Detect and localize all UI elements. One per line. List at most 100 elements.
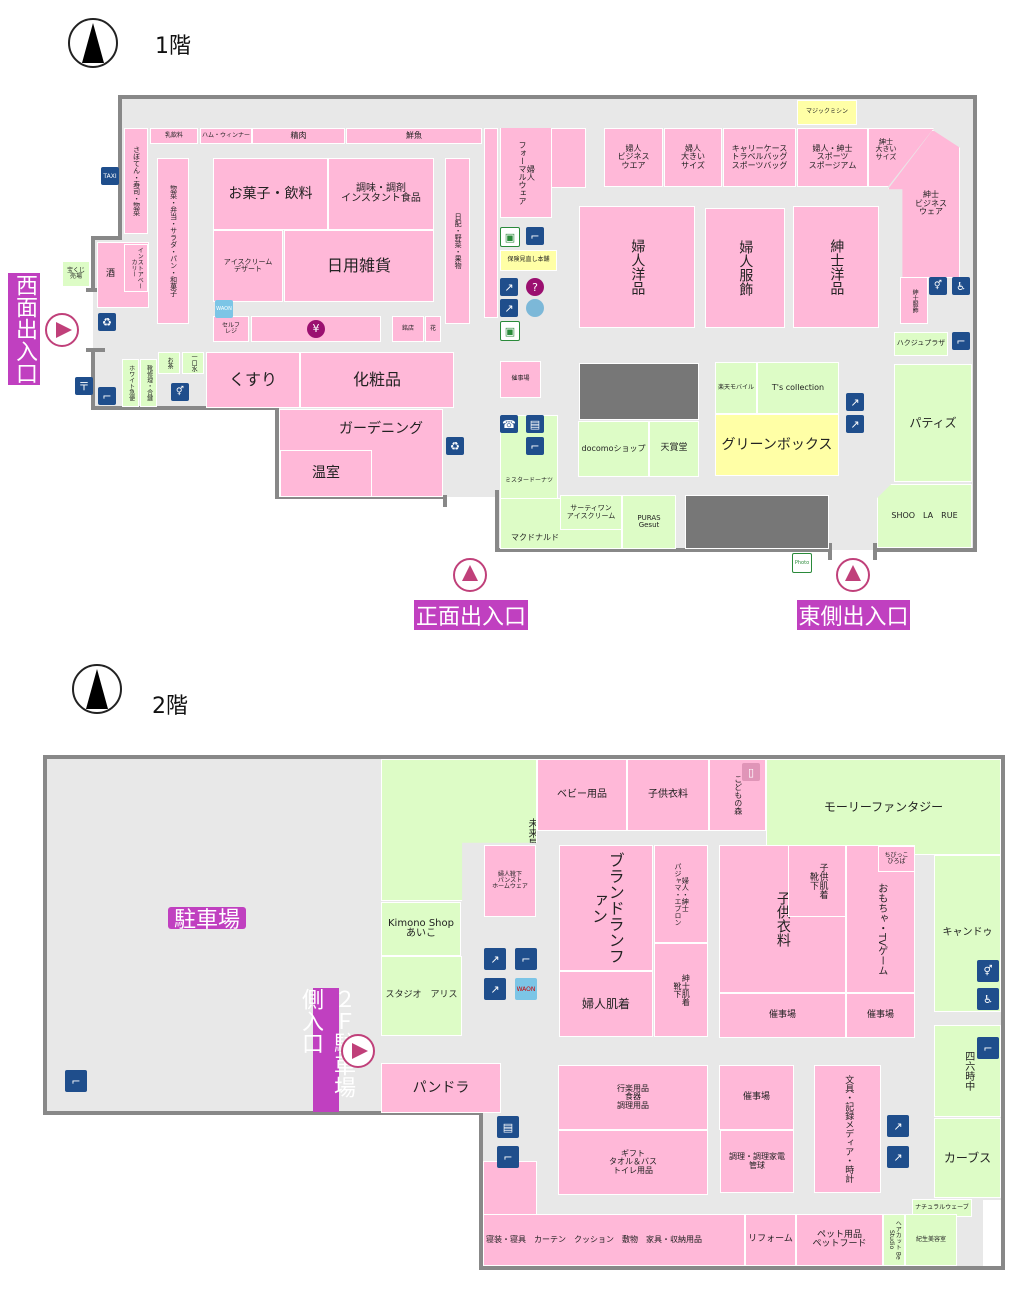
store-kusuri[interactable]: くすり bbox=[206, 352, 300, 408]
store-daily[interactable]: 日用雑貨 bbox=[284, 230, 434, 302]
entrance-arrow-icon[interactable] bbox=[45, 313, 79, 347]
store-cando[interactable]: キャンドゥ bbox=[934, 855, 1001, 1012]
east-entrance-label: 東側出入口 bbox=[797, 600, 910, 630]
store-hoken[interactable]: 保険見直し本舗 bbox=[500, 250, 557, 271]
store-stationery[interactable]: 文具・記録メディア・時計 bbox=[814, 1065, 881, 1193]
store-baby[interactable]: ベビー用品 bbox=[537, 759, 627, 831]
store-lottery[interactable]: 宝くじ 売場 bbox=[62, 261, 90, 287]
store-selfreg[interactable]: セルフ レジ bbox=[213, 316, 249, 342]
wheelchair-icon: ♿ bbox=[952, 277, 970, 295]
store-event1[interactable]: 催事場 bbox=[719, 993, 846, 1038]
store-icecream[interactable]: アイスクリーム デザート bbox=[213, 230, 283, 302]
atm[interactable]: ¥ bbox=[251, 316, 381, 342]
store-cosme[interactable]: 化粧品 bbox=[300, 352, 454, 408]
escalator-icon: ↗ bbox=[484, 948, 506, 970]
store-hakuju[interactable]: ハクジュプラザ bbox=[894, 332, 948, 356]
store-small2[interactable]: 一口水 bbox=[182, 352, 204, 374]
store-fish[interactable]: 鮮魚 bbox=[346, 128, 482, 144]
store-kitchen[interactable]: 行楽用品 食器 調理用品 bbox=[558, 1065, 708, 1130]
store-socks[interactable]: 婦人靴下 パンスト ホームウェア bbox=[484, 845, 536, 917]
store-pandora[interactable]: パンドラ bbox=[381, 1063, 501, 1113]
store-kimono[interactable]: Kimono Shop あいこ bbox=[381, 902, 461, 956]
store-carry[interactable]: キャリーケース トラベルバッグ スポーツバッグ bbox=[723, 128, 796, 187]
store-molly[interactable]: モーリーファンタジー bbox=[766, 759, 1001, 855]
store-mfuku[interactable]: 紳士服飾 bbox=[900, 277, 928, 324]
floor-1-title: 1階 bbox=[155, 34, 191, 59]
store-winner[interactable]: 婦人肌着 bbox=[559, 971, 653, 1037]
entrance-arrow-icon[interactable] bbox=[341, 1034, 375, 1068]
store-greenbox[interactable]: グリーンボックス bbox=[715, 414, 839, 476]
store-meiten[interactable]: 銘店 bbox=[392, 316, 424, 342]
store-deli[interactable]: 惣菜・弁当・サラダ・パン・和菓子 bbox=[157, 158, 189, 324]
store-magic[interactable]: マジックミシン bbox=[797, 100, 857, 125]
store-kinner[interactable]: 子供肌着 靴下 bbox=[788, 845, 846, 917]
store-greenhouse[interactable]: 温室 bbox=[280, 450, 372, 497]
entrance-arrow-icon[interactable] bbox=[453, 558, 487, 592]
store-kids1[interactable]: 子供衣料 bbox=[627, 759, 709, 831]
store-shoe[interactable]: 靴修理・合鍵 bbox=[140, 359, 157, 407]
wheelchair-icon: ♿ bbox=[977, 988, 999, 1010]
elevator-icon: ▣ bbox=[500, 321, 520, 341]
store-flower[interactable]: 花 bbox=[425, 316, 441, 342]
store-pajama[interactable]: 婦人・紳士 パジャマ・エプロン bbox=[654, 845, 708, 943]
store-reform[interactable]: リフォーム bbox=[745, 1214, 796, 1266]
store-cook[interactable]: 調理・調理家電 管球 bbox=[720, 1130, 794, 1193]
closed-area bbox=[579, 363, 699, 420]
store-snacks[interactable]: お菓子・飲料 bbox=[213, 158, 328, 230]
store-kidsplaza[interactable]: ちびっこ ひろば bbox=[878, 846, 915, 872]
escalator-icon: ↗ bbox=[846, 393, 864, 411]
store-minner[interactable]: 紳士肌着 靴下 bbox=[654, 943, 708, 1037]
store-curves[interactable]: カーブス bbox=[934, 1118, 1001, 1198]
post-office-icon: 〒 bbox=[75, 377, 93, 395]
store-event[interactable]: 催事場 bbox=[500, 361, 541, 398]
store-myohin[interactable]: 紳士洋品 bbox=[793, 206, 879, 328]
store-white[interactable]: ホワイト急便 bbox=[122, 359, 139, 407]
store-puras[interactable]: PURAS Gesut bbox=[622, 495, 676, 549]
store-saboten[interactable]: さぼてん・寿司・惣菜 bbox=[124, 128, 148, 234]
closed-area bbox=[685, 495, 829, 549]
store-31[interactable]: サーティワン アイスクリーム bbox=[560, 495, 622, 530]
recycle-icon: ♻ bbox=[446, 437, 464, 455]
stairs-icon: ⌐ bbox=[952, 332, 970, 350]
store-bedding[interactable]: 寝装・寝具 カーテン クッション 敷物 家具・収納用品 bbox=[483, 1214, 745, 1266]
store-shoo[interactable]: SHOO LA RUE bbox=[877, 484, 972, 548]
store-hair[interactable]: ヘアカット Be Studio bbox=[883, 1214, 905, 1266]
store-beauty[interactable]: 紀生美容室 bbox=[905, 1214, 957, 1266]
entrance-arrow-icon[interactable] bbox=[836, 558, 870, 592]
store-small1[interactable]: お茶 bbox=[158, 352, 180, 374]
store-wfuku[interactable]: 婦人服飾 bbox=[705, 208, 785, 328]
store-formal[interactable]: 婦人 フォーマルウェア bbox=[500, 128, 552, 218]
store-event3[interactable]: 催事場 bbox=[719, 1065, 794, 1130]
escalator-icon: ↗ bbox=[500, 299, 518, 317]
store-meat[interactable]: 精肉 bbox=[252, 128, 345, 144]
stairs-icon: ⌐ bbox=[526, 227, 544, 245]
waon-charger-icon: WAON bbox=[215, 300, 233, 318]
information-icon: ? bbox=[526, 278, 544, 296]
photo-booth-icon: Photo bbox=[792, 553, 812, 573]
store-brand[interactable]: ブランドランファン bbox=[559, 845, 653, 971]
store-gift[interactable]: ギフト タオル＆バス トイレ用品 bbox=[558, 1130, 708, 1195]
store-seasoning[interactable]: 調味・調剤 インスタント食品 bbox=[328, 158, 434, 230]
store-wbiz[interactable]: 婦人 ビジネス ウエア bbox=[604, 128, 663, 187]
store-patiz[interactable]: パティズ bbox=[894, 364, 972, 482]
store-rakuten[interactable]: 楽天モバイル bbox=[715, 362, 757, 414]
store-wyohin[interactable]: 婦人洋品 bbox=[579, 206, 695, 328]
yen-icon: ¥ bbox=[307, 320, 325, 338]
store-bedding-upper[interactable] bbox=[483, 1161, 537, 1221]
escalator-icon: ↗ bbox=[484, 978, 506, 1000]
store-docomo[interactable]: docomoショップ bbox=[578, 421, 649, 477]
store-ham[interactable]: ハム・ウィンナー bbox=[200, 128, 252, 144]
store-event2[interactable]: 催事場 bbox=[846, 993, 915, 1038]
store-ts[interactable]: T's collection bbox=[757, 362, 839, 414]
store-tenshodo[interactable]: 天賞堂 bbox=[649, 421, 699, 477]
store-strip[interactable] bbox=[484, 128, 498, 318]
store-produce[interactable]: 日配・野菜・果物 bbox=[445, 158, 470, 324]
store-milk[interactable]: 乳飲料 bbox=[150, 128, 198, 144]
store-bakery[interactable]: インストアベーカリー bbox=[124, 244, 148, 292]
store-pet[interactable]: ペット用品 ペットフード bbox=[796, 1214, 883, 1266]
store-wbig[interactable]: 婦人 大きい サイズ bbox=[664, 128, 722, 187]
elevator-icon: ▤ bbox=[526, 415, 544, 433]
restroom-icon: ⚥ bbox=[977, 960, 999, 982]
store-alice[interactable]: スタジオ アリス bbox=[381, 956, 462, 1036]
store-sports[interactable]: 婦人・紳士 スポーツ スポージアム bbox=[797, 128, 868, 187]
